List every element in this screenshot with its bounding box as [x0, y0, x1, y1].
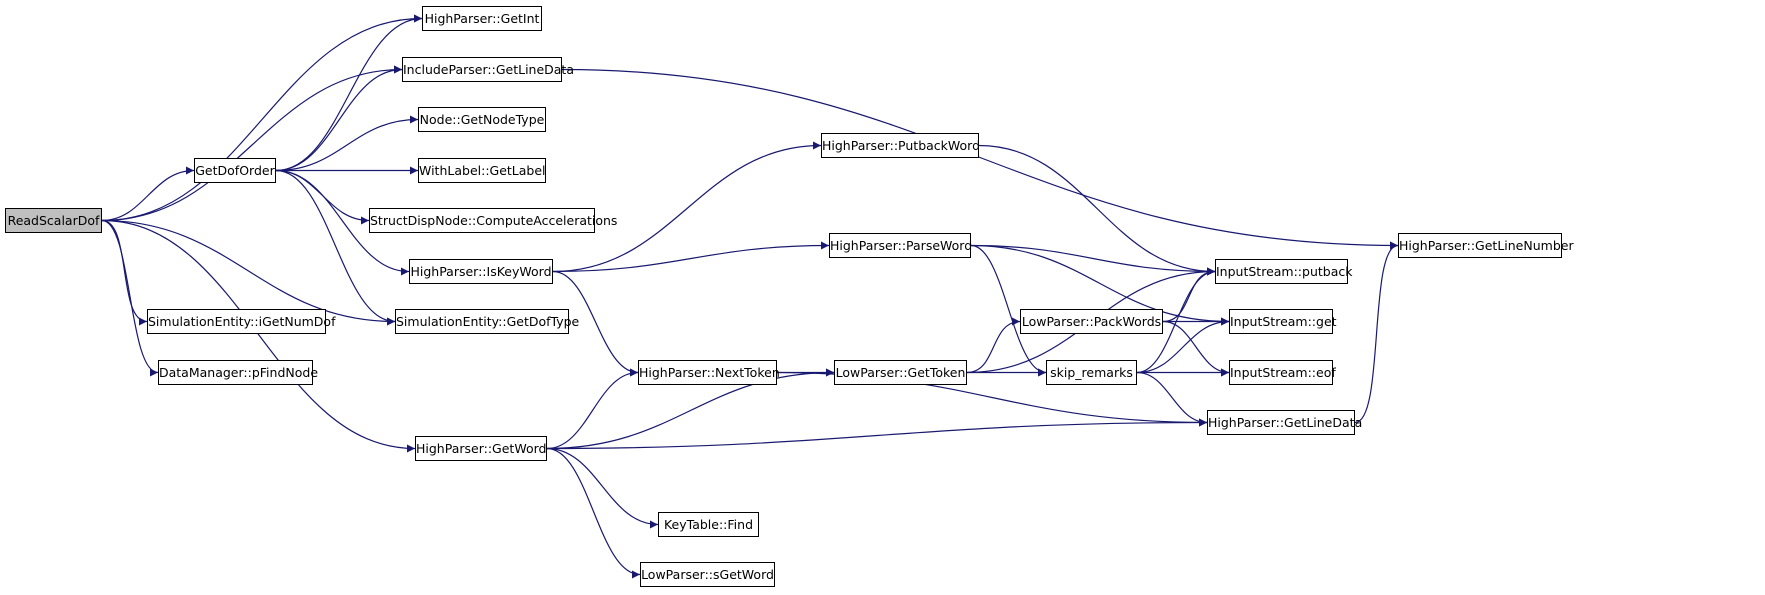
- edge-highparser_getlinedata-to-highparser_getlinenumber: [1354, 241, 1399, 424]
- node-high-parser-get-line-data[interactable]: HighParser::GetLineData: [1207, 410, 1362, 435]
- edge-get_dof_order-to-includeparser_getlinedata: [275, 65, 403, 172]
- edge-skip_remarks-to-highparser_getlinedata: [1136, 371, 1208, 427]
- edge-skip_remarks-to-inputstream_putback: [1136, 267, 1216, 374]
- node-high-parser-putback-word[interactable]: HighParser::PutbackWord: [821, 133, 980, 158]
- edge-read_scalar_dof-to-simentity_igetnumdof: [101, 219, 148, 326]
- node-low-parser-pack-words[interactable]: LowParser::PackWords: [1020, 309, 1163, 334]
- edge-highparser_getword-to-keytable_find: [546, 447, 659, 529]
- node-get-dof-order[interactable]: GetDofOrder: [194, 158, 276, 183]
- edge-read_scalar_dof-to-get_dof_order: [101, 166, 195, 222]
- node-low-parser-s-get-word[interactable]: LowParser::sGetWord: [640, 562, 775, 587]
- edge-get_dof_order-to-highparser_getint: [275, 14, 423, 172]
- node-high-parser-get-int[interactable]: HighParser::GetInt: [422, 6, 542, 31]
- edge-highparser_getword-to-lowparser_gettoken: [546, 368, 835, 450]
- node-high-parser-get-word[interactable]: HighParser::GetWord: [415, 436, 547, 461]
- edge-highparser_putbackword-to-inputstream_putback: [978, 144, 1216, 276]
- node-input-stream-eof[interactable]: InputStream::eof: [1229, 360, 1336, 385]
- node-skip-remarks[interactable]: skip_remarks: [1046, 360, 1137, 385]
- edge-highparser_iskeyword-to-highparser_parseword: [552, 241, 830, 273]
- edge-read_scalar_dof-to-includeparser_getlinedata: [101, 65, 403, 222]
- node-high-parser-next-token[interactable]: HighParser::NextToken: [638, 360, 780, 385]
- node-high-parser-is-key-word[interactable]: HighParser::IsKeyWord: [409, 259, 553, 284]
- node-high-parser-parse-word[interactable]: HighParser::ParseWord: [829, 233, 972, 258]
- node-simulation-entity-get-dof-type[interactable]: SimulationEntity::GetDofType: [395, 309, 579, 334]
- edge-highparser_getword-to-highparser_nexttoken: [546, 368, 639, 450]
- node-read-scalar-dof: ReadScalarDof: [5, 208, 102, 233]
- edge-highparser_parseword-to-skip_remarks: [970, 244, 1047, 377]
- node-input-stream-putback[interactable]: InputStream::putback: [1215, 259, 1352, 284]
- node-key-table-find[interactable]: KeyTable::Find: [658, 512, 759, 537]
- edge-highparser_getword-to-highparser_getlinedata: [546, 418, 1208, 450]
- node-with-label-get-label[interactable]: WithLabel::GetLabel: [418, 158, 546, 183]
- node-low-parser-get-token[interactable]: LowParser::GetToken: [834, 360, 967, 385]
- node-high-parser-get-line-number[interactable]: HighParser::GetLineNumber: [1398, 233, 1574, 258]
- edge-highparser_iskeyword-to-highparser_putbackword: [552, 141, 822, 273]
- node-input-stream-get[interactable]: InputStream::get: [1229, 309, 1337, 334]
- edge-lowparser_gettoken-to-lowparser_packwords: [966, 317, 1021, 374]
- edge-read_scalar_dof-to-highparser_getint: [101, 14, 423, 222]
- edge-includeparser_getlinedata-to-highparser_getlinenumber: [561, 68, 1399, 250]
- edge-read_scalar_dof-to-datamanager_pfindnode: [101, 219, 159, 377]
- edge-get_dof_order-to-highparser_iskeyword: [275, 169, 410, 276]
- edge-highparser_iskeyword-to-highparser_nexttoken: [552, 270, 639, 377]
- edge-get_dof_order-to-simentity_getdoftype: [275, 169, 396, 326]
- edge-get_dof_order-to-node_getnodetype: [275, 115, 419, 172]
- node-node-get-node-type[interactable]: Node::GetNodeType: [418, 107, 546, 132]
- edge-lowparser_packwords-to-inputstream_eof: [1162, 320, 1230, 377]
- edge-read_scalar_dof-to-highparser_getword: [101, 219, 416, 453]
- edge-highparser_parseword-to-inputstream_putback: [970, 244, 1216, 276]
- node-struct-disp-node-compute-accelerations[interactable]: StructDispNode::ComputeAccelerations: [369, 208, 617, 233]
- edge-skip_remarks-to-inputstream_get: [1136, 317, 1230, 374]
- node-include-parser-get-line-data[interactable]: IncludeParser::GetLineData: [402, 57, 574, 82]
- edge-highparser_getword-to-lowparser_sgetword: [546, 447, 641, 579]
- node-data-manager-pfind-node[interactable]: DataManager::pFindNode: [158, 360, 318, 385]
- edge-highparser_parseword-to-inputstream_get: [970, 244, 1230, 326]
- node-simulation-entity-iget-num-dof[interactable]: SimulationEntity::iGetNumDof: [147, 309, 335, 334]
- edge-read_scalar_dof-to-simentity_getdoftype: [101, 219, 396, 326]
